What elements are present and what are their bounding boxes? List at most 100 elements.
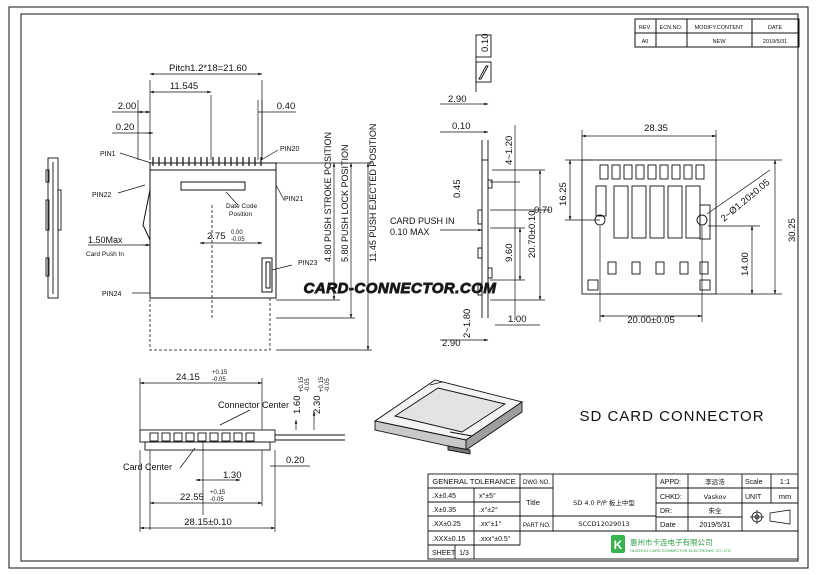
scale-value: 1:1: [780, 477, 790, 486]
dim-2-90-top: 2.90: [448, 94, 467, 105]
dim-1-30: 1.30: [223, 470, 242, 481]
dr-value: 朱全: [709, 506, 723, 515]
date-label: Date: [660, 520, 676, 529]
card-push-in-label: Card Push In: [86, 251, 124, 258]
rev-date-value: 2019/5/31: [763, 39, 787, 45]
top-view: Pitch1.2*18=21.60 11.545 2.00 0.20 0.40 …: [86, 63, 378, 351]
dim-1-00: 1.00: [508, 314, 527, 325]
footprint-view: 28.35 16.25 2~Ø1.20±0.05 30.25 14.00 20.…: [558, 123, 798, 326]
dim-28-35: 28.35: [644, 123, 668, 134]
dim-2-75-tol-dn: -0.05: [231, 237, 245, 243]
dim-hole: 2~Ø1.20±0.05: [719, 177, 772, 224]
dim-0-40: 0.40: [277, 101, 296, 112]
pin21-label: PIN21: [284, 196, 304, 203]
dim-1-50-max: 1.50Max: [88, 235, 123, 245]
tol-ang-3: .xxx°±0.5°: [479, 535, 511, 543]
dim-1-60: 1.60: [292, 396, 303, 415]
rev-header-ecn: ECN.NO.: [660, 25, 683, 31]
title-value: SD 4.0 P/P 板上中型: [573, 498, 635, 507]
outer-border: [8, 6, 809, 569]
company-logo-icon: [611, 535, 625, 553]
dim-2-30: 2.30: [312, 396, 323, 415]
isometric-view: [373, 379, 524, 455]
title-label: Title: [526, 498, 540, 507]
dim-9-60: 9.60: [504, 244, 515, 263]
rev-header-rev: REV.: [639, 25, 652, 31]
tol-ang-1: .x°±2°: [479, 506, 498, 514]
dim-1-60-dn: -0.05: [305, 378, 311, 392]
tol-lin-1: .X±0.35: [432, 507, 456, 514]
dim-22-55-dn: -0.05: [210, 497, 224, 503]
dim-22-55: 22.55: [180, 492, 204, 503]
side-view: 0.10 2.90 0.10 4~1.20 0.45 0.70 CARD PUS…: [390, 34, 553, 350]
revision-block: REV. ECN.NO. MODIFY.CONTENT DATE A0 NEW …: [634, 18, 800, 48]
rev-header-content: MODIFY.CONTENT: [695, 25, 744, 31]
dim-4-1-20: 4~1.20: [504, 136, 515, 165]
appd-label: APPD:: [660, 479, 681, 486]
dim-2-00: 2.00: [118, 101, 137, 112]
general-tolerance-header: GENERAL TOLERANCE: [432, 477, 515, 486]
pin20-label: PIN20: [280, 146, 300, 153]
dim-2-30-dn: -0.05: [325, 378, 331, 392]
tol-lin-0: .X±0.45: [432, 493, 456, 500]
dim-11-545: 11.545: [170, 81, 198, 92]
watermark-text: CARD-CONNECTOR.COM: [304, 280, 497, 297]
push-stroke-label: 4.80 PUSH STROKE POSITION: [323, 132, 333, 262]
connector-center-label: Connector Center: [218, 400, 289, 410]
dim-24-15-up: +0.15: [212, 370, 228, 376]
chkd-label: CHKD:: [660, 494, 682, 501]
dim-24-15: 24.15: [176, 372, 200, 383]
inner-border: [20, 13, 799, 562]
scale-label: Scale: [745, 479, 763, 486]
dim-24-15-dn: -0.05: [212, 377, 226, 383]
part-no-label: PART NO.: [523, 523, 551, 529]
dim-28-15: 28.15±0.10: [184, 517, 231, 528]
product-title: SD CARD CONNECTOR: [579, 408, 764, 425]
appd-value: 李远浩: [705, 477, 725, 486]
tol-ang-0: x°±5°: [479, 492, 496, 500]
date-value: 2019/5/31: [699, 522, 730, 529]
dim-2-90-bottom: 2.90: [442, 338, 461, 349]
rev-value: A0: [642, 39, 649, 45]
chkd-value: Vaskov: [704, 493, 727, 501]
tol-lin-2: .XX±0.25: [432, 521, 461, 528]
dim-14-00: 14.00: [740, 252, 751, 276]
card-push-in-side: CARD PUSH IN: [390, 216, 455, 226]
dim-0-10: 0.10: [452, 121, 471, 132]
pitch-dim: Pitch1.2*18=21.60: [169, 63, 247, 74]
unit-value: mm: [779, 492, 792, 501]
dim-2-1-80: 2~1.80: [462, 309, 473, 338]
title-block: GENERAL TOLERANCE .X±0.45 x°±5° .X±0.35 …: [427, 473, 799, 560]
dim-0-20: 0.20: [116, 122, 135, 133]
card-center-label: Card Center: [123, 462, 172, 472]
date-code-label: Date Code: [226, 203, 257, 210]
tol-ang-2: .xx°±1°: [479, 520, 501, 528]
edge-side-view: [45, 157, 62, 299]
push-ejected-label: 11.45 PUSH EJECTED POSITION: [368, 124, 378, 262]
dim-0-45: 0.45: [452, 180, 463, 199]
dim-2-75-tol-up: 0.00: [231, 230, 243, 236]
card-push-max-side: 0.10 MAX: [390, 227, 430, 237]
flatness-value: 0.10: [480, 34, 491, 53]
dim-2-30-up: +0.15: [319, 376, 325, 392]
tol-lin-3: .XXX±0.15: [432, 536, 466, 543]
dim-0-70: 0.70: [534, 205, 553, 216]
company-name-en: HUIZHOU CARD CONNECTOR ELECTRONIC CO.,LT…: [630, 548, 731, 553]
dim-30-25: 30.25: [787, 218, 798, 242]
push-lock-label: 5.80 PUSH LOCK POSITION: [340, 144, 350, 262]
dim-20-70: 20.70±0.10: [527, 211, 538, 258]
dim-16-25: 16.25: [558, 182, 569, 206]
rev-header-date: DATE: [768, 25, 783, 31]
dim-22-55-up: +0.15: [210, 490, 226, 496]
dwg-no-label: DWG NO.: [523, 480, 550, 486]
company-name-cn: 惠州市卡连电子有限公司: [630, 537, 713, 547]
dr-label: DR:: [660, 508, 672, 515]
pin1-label: PIN1: [100, 151, 116, 158]
dim-2-75: 2.75: [207, 231, 226, 242]
dim-1-60-up: +0.15: [299, 376, 305, 392]
unit-label: UNIT: [745, 494, 762, 501]
date-code-position-label: Position: [229, 211, 253, 218]
dim-20-00: 20.00±0.05: [627, 315, 674, 326]
